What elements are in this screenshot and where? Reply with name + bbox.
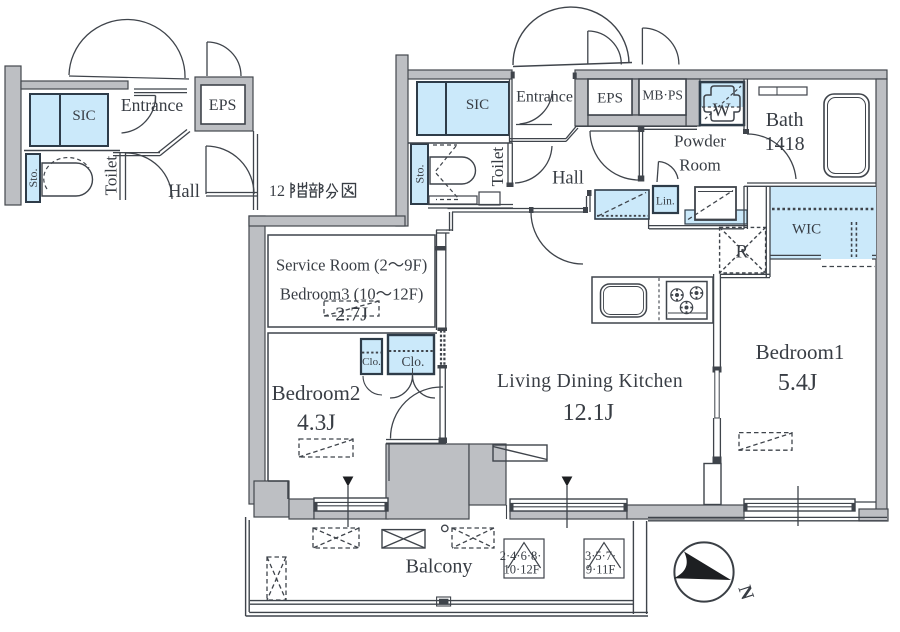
svg-text:Powder: Powder	[674, 132, 726, 151]
svg-text:Clo.: Clo.	[362, 356, 381, 368]
svg-text:MB·PS: MB·PS	[642, 88, 683, 103]
svg-text:Sto.: Sto.	[26, 168, 40, 187]
svg-text:Toilet: Toilet	[488, 147, 507, 187]
svg-text:Entrance: Entrance	[516, 89, 573, 106]
svg-text:SIC: SIC	[72, 108, 95, 124]
svg-text:2·4·6·8·: 2·4·6·8·	[500, 549, 542, 563]
svg-text:Room: Room	[679, 156, 721, 175]
svg-text:Balcony: Balcony	[406, 556, 473, 578]
svg-text:5.4J: 5.4J	[778, 370, 817, 396]
svg-text:Bedroom2: Bedroom2	[272, 381, 361, 405]
svg-text:Hall: Hall	[168, 182, 200, 202]
svg-text:Bedroom1: Bedroom1	[756, 340, 845, 364]
svg-text:WIC: WIC	[792, 222, 821, 238]
svg-text:10·12F: 10·12F	[504, 563, 540, 577]
svg-text:Sto.: Sto.	[412, 164, 426, 183]
svg-text:4.3J: 4.3J	[297, 410, 336, 436]
svg-text:W: W	[713, 100, 731, 121]
svg-text:SIC: SIC	[466, 97, 489, 113]
svg-text:Service Room (2～9F): Service Room (2～9F)	[276, 256, 427, 275]
svg-text:3·5·7·: 3·5·7·	[585, 549, 616, 563]
svg-text:2.7J: 2.7J	[335, 304, 368, 326]
svg-text:Toilet: Toilet	[102, 156, 121, 196]
svg-text:Clo.: Clo.	[402, 354, 425, 369]
svg-text:Hall: Hall	[552, 169, 584, 189]
svg-text:EPS: EPS	[209, 97, 237, 114]
svg-text:Living Dining Kitchen: Living Dining Kitchen	[497, 371, 683, 392]
svg-text:12.1J: 12.1J	[563, 400, 614, 426]
svg-text:Bath: Bath	[766, 109, 804, 131]
svg-text:Entrance: Entrance	[121, 95, 183, 115]
svg-text:R: R	[736, 242, 749, 263]
svg-text:12: 12	[269, 183, 285, 200]
svg-text:1418: 1418	[765, 133, 805, 155]
svg-text:EPS: EPS	[597, 91, 623, 107]
svg-text:9·11F: 9·11F	[586, 563, 615, 577]
svg-text:N: N	[734, 583, 758, 603]
svg-text:Bedroom3 (10～12F): Bedroom3 (10～12F)	[280, 285, 423, 304]
svg-text:Lin.: Lin.	[656, 196, 675, 208]
